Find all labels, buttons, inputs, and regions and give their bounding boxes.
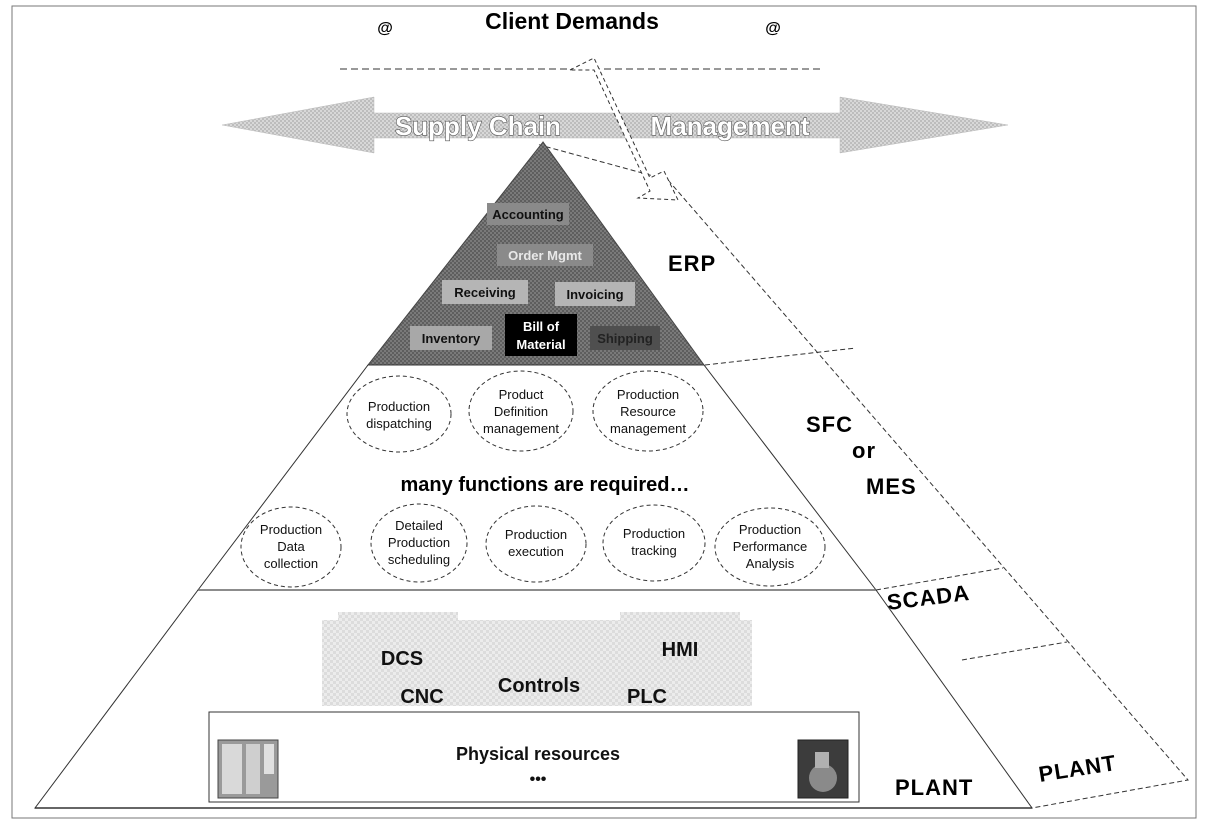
robot-image: [797, 739, 849, 799]
production-dispatching-ellipse: [346, 375, 452, 453]
at-left-label: @: [377, 20, 393, 37]
erp-items: Accounting Order Mgmt Receiving Invoicin…: [410, 203, 660, 356]
production-execution-ellipse: [485, 505, 587, 583]
production-performance-line2: Performance: [733, 539, 807, 554]
outer-frame: [11, 5, 1197, 819]
accounting-box: [487, 203, 569, 225]
production-dispatching-line1: Production: [368, 399, 430, 414]
bill-of-material-line1: Bill of: [523, 319, 560, 334]
production-data-collection-line3: collection: [264, 556, 318, 571]
sfc-layer-label: SFC: [806, 412, 853, 437]
production-dispatching-line2: dispatching: [366, 416, 432, 431]
client-demands-header: @ Client Demands @: [340, 8, 822, 70]
mes-bottom-functions: Production Data collection Detailed Prod…: [240, 503, 826, 588]
physical-resources-box: Physical resources •••: [208, 711, 860, 803]
invoicing-label: Invoicing: [566, 287, 623, 302]
production-resource-ellipse: [592, 370, 704, 452]
management-label: Management: [651, 111, 810, 141]
production-execution-line2: execution: [508, 544, 564, 559]
client-demand-down-arrow: [569, 57, 679, 201]
erp-layer-label: ERP: [668, 251, 716, 276]
production-resource-line2: Resource: [620, 404, 676, 419]
receiving-label: Receiving: [454, 285, 515, 300]
detailed-production-scheduling-ellipse: [370, 503, 468, 583]
supply-chain-label: Supply Chain: [395, 111, 561, 141]
physical-resources-label: Physical resources: [456, 744, 620, 764]
dcs-label: DCS: [381, 648, 423, 670]
order-mgmt-label: Order Mgmt: [508, 248, 582, 263]
mes-top-functions: Production dispatching Product Definitio…: [346, 370, 704, 453]
production-tracking-ellipse: [602, 504, 706, 582]
shipping-box: [590, 326, 660, 350]
receiving-box: [442, 280, 528, 304]
accounting-label: Accounting: [492, 207, 564, 222]
product-definition-line1: Product: [499, 387, 544, 402]
production-data-collection-line1: Production: [260, 522, 322, 537]
production-performance-line1: Production: [739, 522, 801, 537]
physical-resources-frame: [208, 711, 860, 803]
or-layer-label: or: [852, 438, 876, 463]
product-definition-ellipse: [468, 370, 574, 452]
inventory-label: Inventory: [422, 331, 481, 346]
layer-labels: ERP SFC or MES SCADA PLANT PLANT: [668, 251, 1118, 800]
product-definition-line3: management: [483, 421, 559, 436]
hmi-label: HMI: [662, 639, 699, 661]
production-tracking-line1: Production: [623, 526, 685, 541]
detailed-production-scheduling-line1: Detailed: [395, 518, 443, 533]
detailed-production-scheduling-line3: scheduling: [388, 552, 450, 567]
production-performance-ellipse: [714, 507, 826, 587]
cnc-label: CNC: [400, 686, 443, 708]
production-data-collection-ellipse: [240, 506, 342, 588]
mes-caption: many functions are required…: [401, 474, 690, 496]
production-resource-line1: Production: [617, 387, 679, 402]
bill-of-material-box: [505, 314, 577, 356]
controls-cloud: DCS HMI Controls CNC PLC: [322, 612, 752, 708]
cabinet-image: [217, 739, 279, 799]
plant-inner-label: PLANT: [895, 775, 973, 800]
shipping-label: Shipping: [597, 331, 653, 346]
invoicing-box: [555, 282, 635, 306]
ellipsis-label: •••: [530, 771, 547, 788]
bill-of-material-line2: Material: [516, 337, 565, 352]
production-tracking-line2: tracking: [631, 543, 677, 558]
client-demand-arrow: [569, 57, 679, 201]
supply-chain-arrow: Supply Chain Management: [221, 96, 1009, 154]
plc-label: PLC: [627, 686, 667, 708]
client-demands-label: Client Demands: [485, 8, 659, 34]
production-performance-line3: Analysis: [746, 556, 795, 571]
inventory-box: [410, 326, 492, 350]
production-execution-line1: Production: [505, 527, 567, 542]
production-resource-line3: management: [610, 421, 686, 436]
order-mgmt-box: [497, 244, 593, 266]
controls-label: Controls: [498, 675, 580, 697]
detailed-production-scheduling-line2: Production: [388, 535, 450, 550]
controls-cloud-bg: [322, 620, 752, 706]
at-right-label: @: [765, 20, 781, 37]
supply-chain-double-arrow: [221, 96, 1009, 154]
mes-layer-label: MES: [866, 474, 917, 499]
product-definition-line2: Definition: [494, 404, 548, 419]
production-data-collection-line2: Data: [277, 539, 305, 554]
